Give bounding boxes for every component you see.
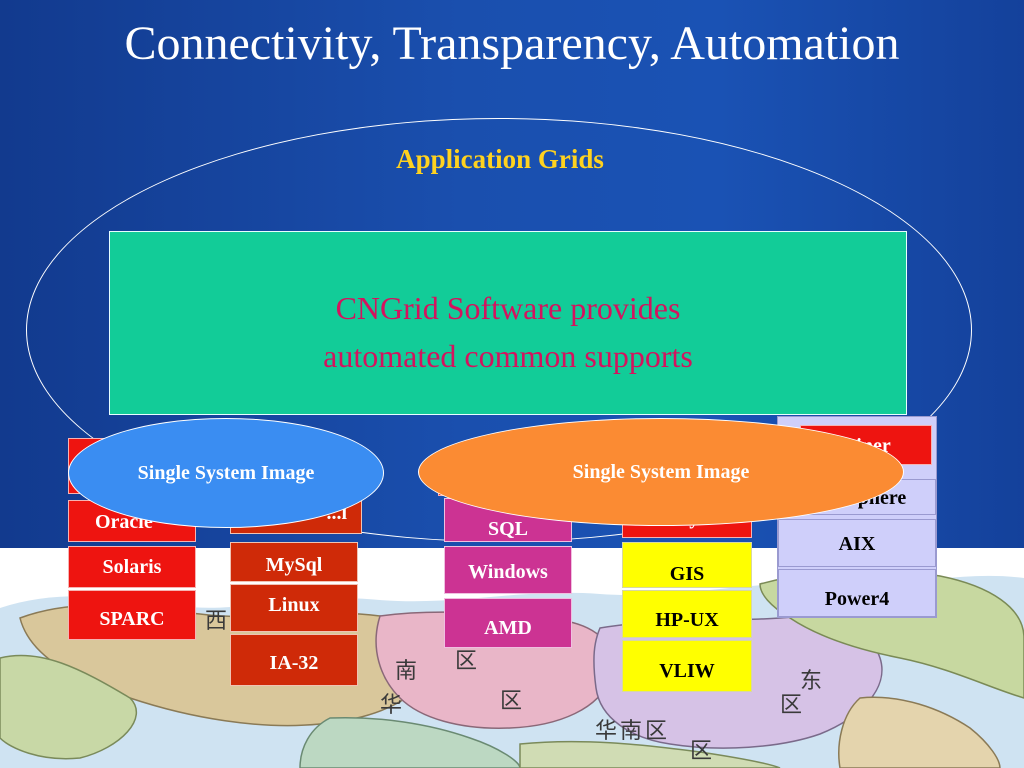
map-region-south [299,716,521,768]
map-label: 区 [780,693,802,718]
map-label: 南 [620,719,642,744]
stack-cell: MySql [230,542,358,582]
cngrid-line-2: automated common supports [323,338,693,374]
map-label: 华 [380,693,402,718]
stack-cell: VLIW [622,640,752,692]
single-system-image-right: Single System Image [418,418,904,526]
application-grids-label: Application Grids [396,144,604,174]
stack-cell: SPARC [68,590,196,640]
stack-cell: AIX [778,519,936,567]
map-label: 区 [690,739,712,764]
map-region-southeast [519,740,781,768]
stack-cell: AMD [444,598,572,648]
map-label: 区 [455,649,477,674]
map-region-southwest [0,654,137,760]
single-system-image-left: Single System Image [68,418,384,528]
cngrid-software-box: CNGrid Software provides automated commo… [109,231,907,415]
map-label: 南 [395,659,417,684]
map-label: 华 [595,719,617,744]
stack-cell: Power4 [778,569,936,617]
map-region-coast [838,696,1001,768]
stack-cell: Solaris [68,546,196,588]
slide-title: Connectivity, Transparency, Automation [124,17,900,70]
stack-cell: IA-32 [230,634,358,686]
stack-cell: HP-UX [622,590,752,638]
stack-cell: Windows [444,546,572,594]
map-label: 区 [645,719,667,744]
stack-cell: GIS [622,542,752,588]
map-label: 东 [800,669,822,694]
map-label: 西 [205,609,227,634]
cngrid-line-1: CNGrid Software provides [335,290,681,326]
map-label: 区 [500,689,522,714]
stack-cell: Linux [230,584,358,632]
cngrid-text: CNGrid Software provides automated commo… [110,284,906,380]
